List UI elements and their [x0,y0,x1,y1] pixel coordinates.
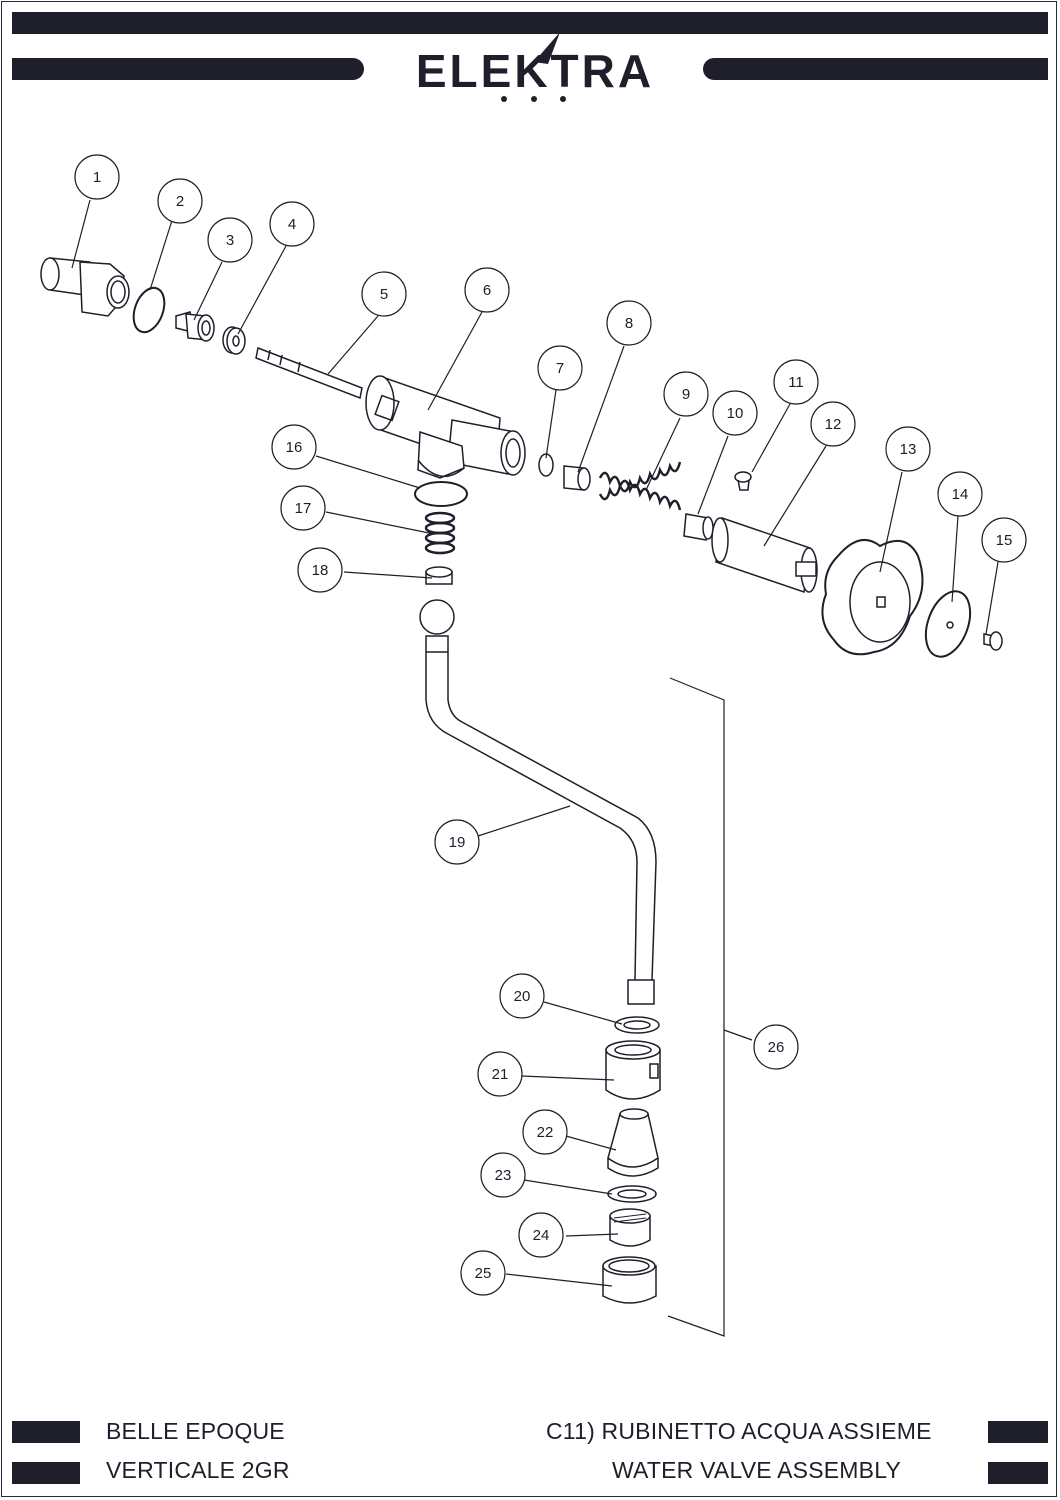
title-italian: C11) RUBINETTO ACQUA ASSIEME [546,1418,932,1444]
callout-19: 19 [449,834,466,851]
callout-1: 1 [93,169,101,186]
callout-11: 11 [788,374,804,391]
model-line-2: VERTICALE 2GR [106,1457,290,1483]
callout-6: 6 [483,282,491,299]
part-18-nut [425,566,453,585]
part-8-valve-seat [563,465,591,491]
assembly-bracket-26 [667,677,725,1337]
header-right-bar [703,58,1048,80]
part-16-o-ring [414,481,468,507]
part-5-valve-stem [255,346,363,400]
model-line-1: BELLE EPOQUE [106,1418,285,1444]
footer-right-bar-2 [988,1462,1048,1484]
part-20-seal [614,1016,660,1034]
callout-3: 3 [226,232,234,249]
footer-left-bar-1 [12,1421,80,1443]
part-17-spring [424,511,456,555]
leader-lines [71,199,999,1287]
title-english: WATER VALVE ASSEMBLY [612,1457,902,1483]
callout-24: 24 [533,1227,550,1244]
footer-right-bar-1 [988,1421,1048,1443]
callout-5: 5 [380,286,388,303]
part-3-bushing [175,311,215,342]
callout-18: 18 [312,562,329,579]
callout-4: 4 [288,216,296,233]
callout-25: 25 [475,1265,492,1282]
callout-12: 12 [825,416,842,433]
part-10-sleeve [683,513,714,541]
logo-wordmark: ELEKTRA [416,45,654,97]
header-left-bar [12,58,364,80]
callout-21: 21 [492,1066,509,1083]
callout-7: 7 [556,360,564,377]
callout-26: 26 [768,1039,785,1056]
part-1-union-fitting [40,257,130,317]
part-24-filter [609,1208,651,1247]
callout-17: 17 [295,500,312,517]
callout-8: 8 [625,315,633,332]
header-top-bar [12,12,1048,34]
part-13-handwheel [821,538,924,656]
part-21-ring-nut [605,1040,661,1100]
elektra-logo: ELEKTRA [416,32,654,102]
callout-15: 15 [996,532,1013,549]
part-12-bonnet [711,516,818,594]
part-25-nozzle [602,1256,657,1304]
part-14-cover-disc [924,590,972,658]
footer-left-bar-2 [12,1462,80,1484]
part-6-valve-body [365,375,526,479]
part-15-screw [983,631,1003,651]
callout-23: 23 [495,1167,512,1184]
part-4-washer [222,326,246,355]
callout-2: 2 [176,193,184,210]
part-2-o-ring [132,286,166,334]
callout-20: 20 [514,988,531,1005]
part-23-seal [607,1185,657,1203]
part-19-spout-tube [419,599,657,1005]
part-11-screw [734,471,752,491]
callout-10: 10 [727,405,744,422]
part-9-spring [598,461,682,511]
callout-14: 14 [952,486,969,503]
callout-22: 22 [537,1124,554,1141]
callout-13: 13 [900,441,917,458]
callout-9: 9 [682,386,690,403]
callouts: 1 2 3 4 5 6 7 8 9 10 11 12 13 1 [74,154,1027,1296]
callout-16: 16 [286,439,303,456]
part-22-cone [607,1108,659,1177]
